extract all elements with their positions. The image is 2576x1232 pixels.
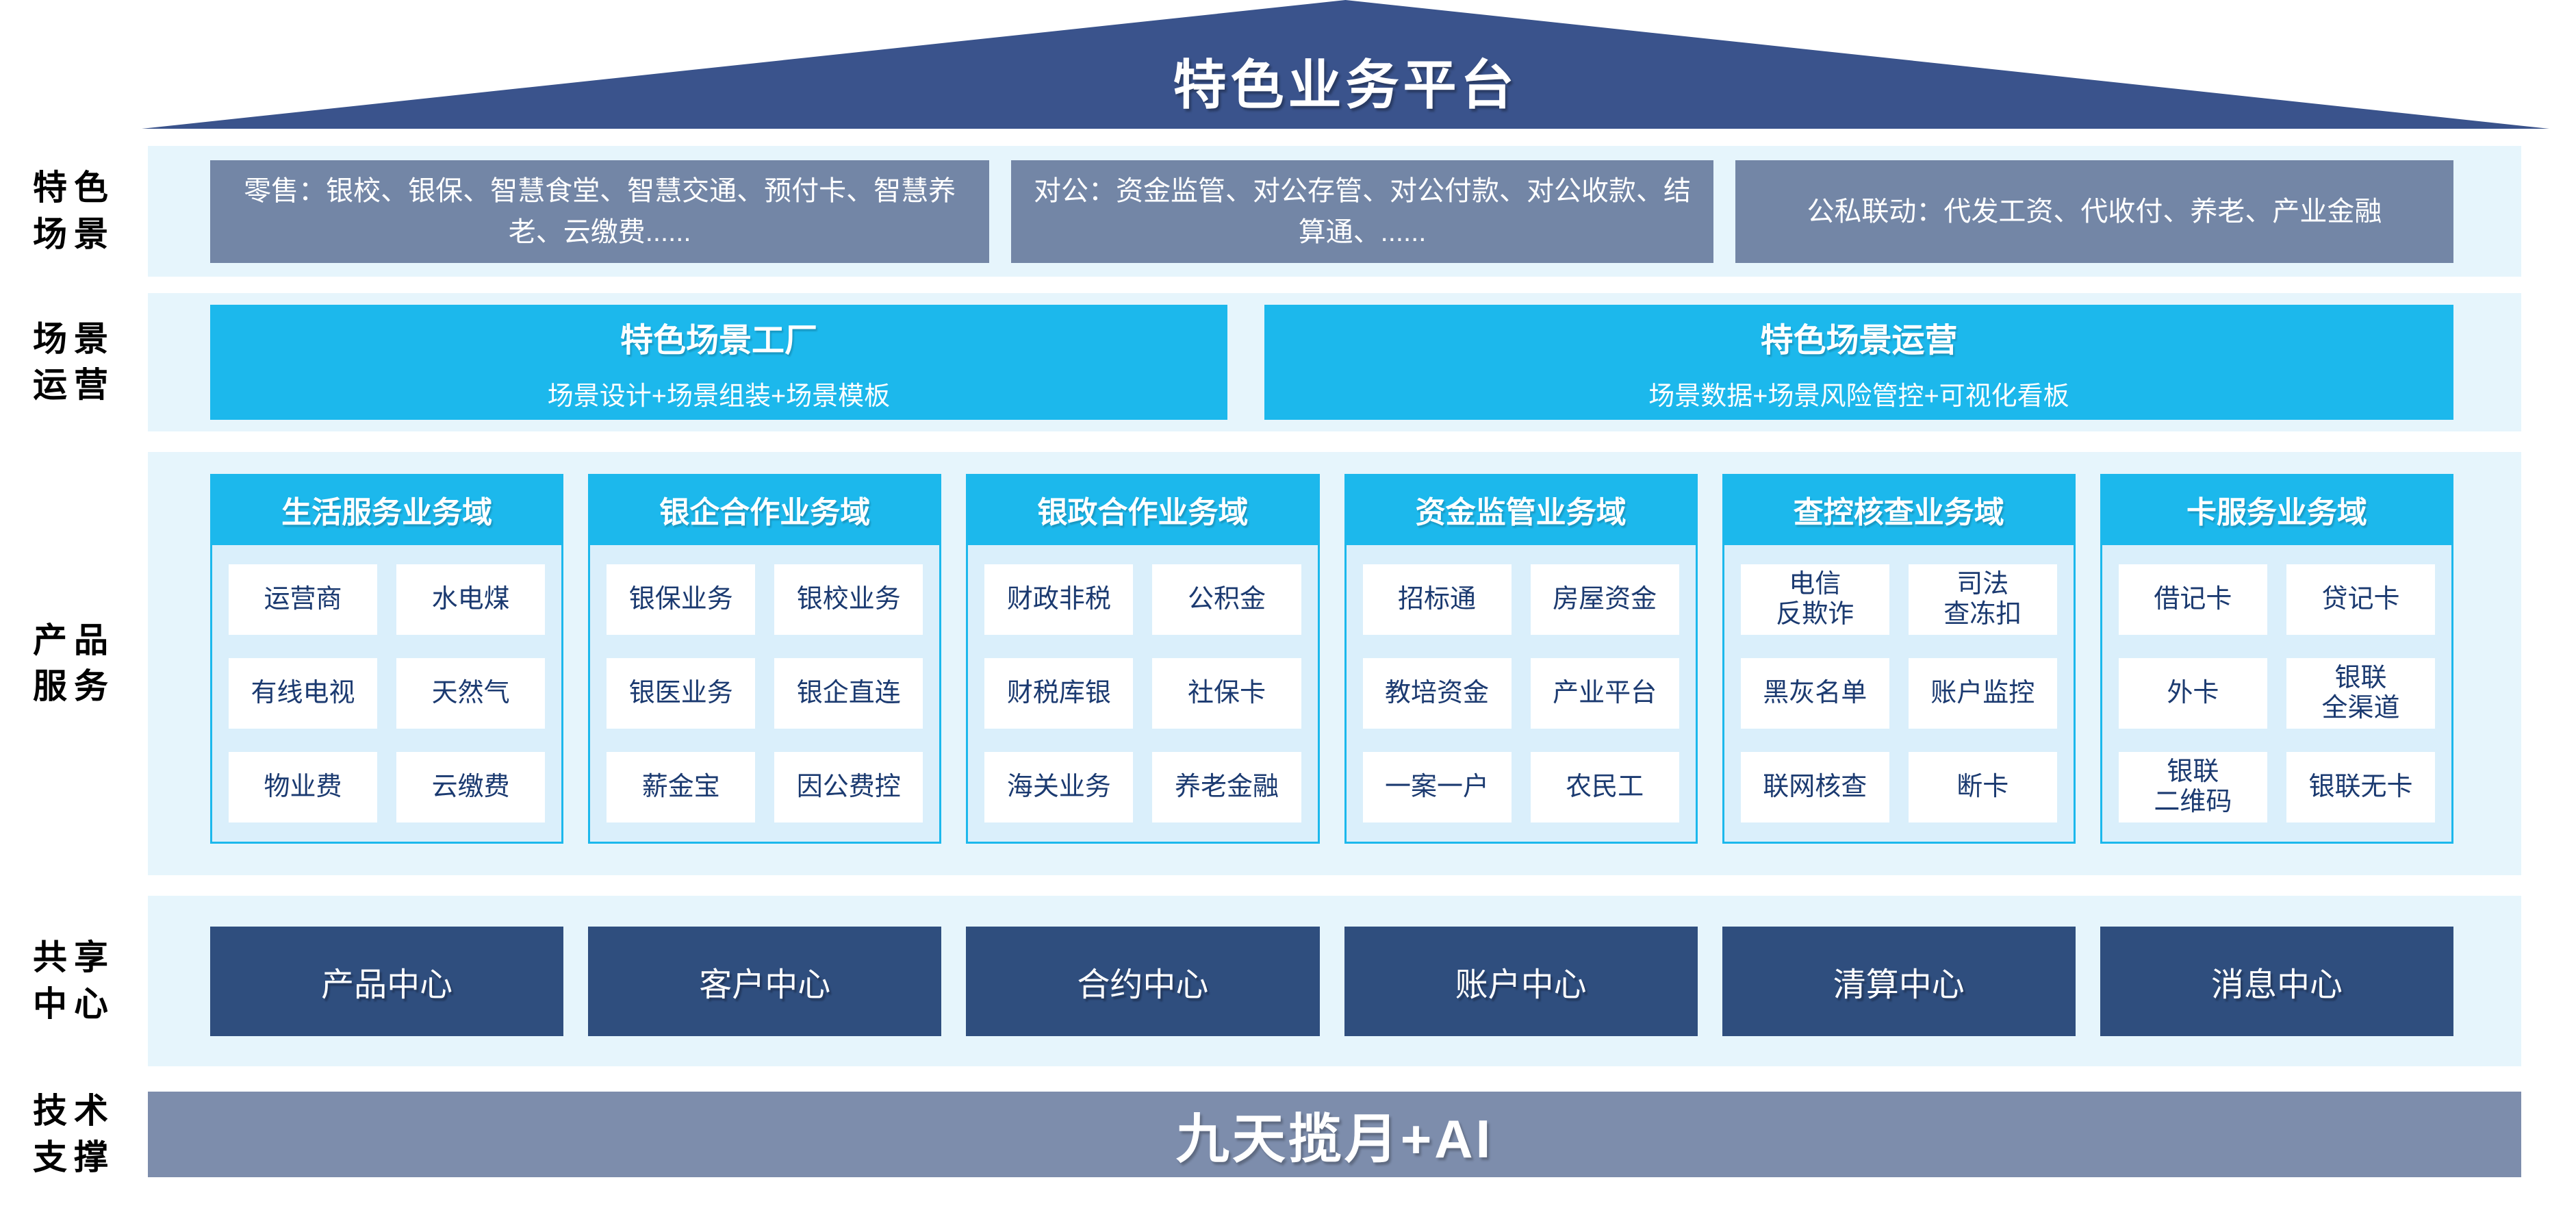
domain-header: 生活服务业务域 bbox=[210, 474, 564, 545]
scene-band: 零售：银校、银保、智慧食堂、智慧交通、预付卡、智慧养老、云缴费...... 对公… bbox=[148, 146, 2521, 277]
product-item: 外卡 bbox=[2118, 658, 2267, 729]
scene-box-corporate: 对公：资金监管、对公存管、对公付款、对公收款、结算通、...... bbox=[1011, 160, 1713, 263]
scene-factory-subtitle: 场景设计+场景组装+场景模板 bbox=[547, 381, 891, 411]
domain-column-bank-enterprise: 银企合作业务域 银保业务 银校业务 银医业务 银企直连 薪金宝 因公费控 bbox=[588, 474, 942, 844]
center-box-product: 产品中心 bbox=[210, 926, 564, 1036]
product-item: 银联 二维码 bbox=[2118, 752, 2267, 822]
product-item: 账户监控 bbox=[1908, 658, 2057, 729]
product-item: 借记卡 bbox=[2118, 564, 2267, 635]
row-label-products: 产品 服务 bbox=[33, 620, 115, 706]
product-item: 财政非税 bbox=[984, 564, 1134, 635]
products-band: 生活服务业务域 运营商 水电煤 有线电视 天然气 物业费 云缴费 银企合作业务域… bbox=[148, 452, 2521, 875]
scene-factory-title: 特色场景工厂 bbox=[620, 322, 817, 359]
product-item: 社保卡 bbox=[1152, 658, 1301, 729]
product-item: 银企直连 bbox=[774, 658, 923, 729]
center-box-message: 消息中心 bbox=[2100, 926, 2454, 1036]
scene-box-linkage: 公私联动：代发工资、代收付、养老、产业金融 bbox=[1735, 160, 2453, 263]
domain-body: 银保业务 银校业务 银医业务 银企直连 薪金宝 因公费控 bbox=[588, 545, 942, 844]
product-item: 房屋资金 bbox=[1530, 564, 1679, 635]
domain-column-inquiry-verification: 查控核查业务域 电信 反欺诈 司法 查冻扣 黑灰名单 账户监控 联网核查 断卡 bbox=[1722, 474, 2076, 844]
domain-header: 查控核查业务域 bbox=[1722, 474, 2076, 545]
domain-header: 卡服务业务域 bbox=[2100, 474, 2454, 545]
product-item: 司法 查冻扣 bbox=[1908, 564, 2057, 635]
product-item: 公积金 bbox=[1152, 564, 1301, 635]
product-item: 联网核查 bbox=[1740, 752, 1889, 822]
center-box-contract: 合约中心 bbox=[966, 926, 1320, 1036]
scene-operation-box: 特色场景运营 场景数据+场景风险管控+可视化看板 bbox=[1264, 305, 2453, 420]
operation-band: 特色场景工厂 场景设计+场景组装+场景模板 特色场景运营 场景数据+场景风险管控… bbox=[148, 293, 2521, 431]
product-item: 财税库银 bbox=[984, 658, 1134, 729]
domain-body: 电信 反欺诈 司法 查冻扣 黑灰名单 账户监控 联网核查 断卡 bbox=[1722, 545, 2076, 844]
row-label-tech: 技术 支撑 bbox=[33, 1092, 115, 1177]
product-item: 天然气 bbox=[396, 658, 546, 729]
scene-operation-title: 特色场景运营 bbox=[1760, 322, 1958, 359]
product-item: 物业费 bbox=[229, 752, 378, 822]
center-box-account: 账户中心 bbox=[1344, 926, 1698, 1036]
product-item: 教培资金 bbox=[1362, 658, 1512, 729]
domain-header: 银政合作业务域 bbox=[966, 474, 1320, 545]
product-item: 银联无卡 bbox=[2286, 752, 2436, 822]
domain-header: 资金监管业务域 bbox=[1344, 474, 1698, 545]
product-item: 招标通 bbox=[1362, 564, 1512, 635]
domain-column-life-services: 生活服务业务域 运营商 水电煤 有线电视 天然气 物业费 云缴费 bbox=[210, 474, 564, 844]
product-item: 有线电视 bbox=[229, 658, 378, 729]
domain-header: 银企合作业务域 bbox=[588, 474, 942, 545]
domain-column-card-services: 卡服务业务域 借记卡 贷记卡 外卡 银联 全渠道 银联 二维码 银联无卡 bbox=[2100, 474, 2454, 844]
product-item: 因公费控 bbox=[774, 752, 923, 822]
product-item: 银校业务 bbox=[774, 564, 923, 635]
product-item: 农民工 bbox=[1530, 752, 1679, 822]
product-item: 贷记卡 bbox=[2286, 564, 2436, 635]
scene-operation-subtitle: 场景数据+场景风险管控+可视化看板 bbox=[1648, 381, 2069, 411]
product-item: 海关业务 bbox=[984, 752, 1134, 822]
product-item: 电信 反欺诈 bbox=[1740, 564, 1889, 635]
product-item: 薪金宝 bbox=[607, 752, 756, 822]
row-label-scene: 特色 场景 bbox=[33, 168, 115, 253]
roof-banner: 特色业务平台 bbox=[142, 0, 2549, 129]
tech-support-bar: 九天揽月+AI bbox=[148, 1092, 2521, 1177]
product-item: 养老金融 bbox=[1152, 752, 1301, 822]
scene-factory-box: 特色场景工厂 场景设计+场景组装+场景模板 bbox=[210, 305, 1227, 420]
product-item: 一案一户 bbox=[1362, 752, 1512, 822]
product-item: 银医业务 bbox=[607, 658, 756, 729]
domain-column-bank-government: 银政合作业务域 财政非税 公积金 财税库银 社保卡 海关业务 养老金融 bbox=[966, 474, 1320, 844]
domain-body: 招标通 房屋资金 教培资金 产业平台 一案一户 农民工 bbox=[1344, 545, 1698, 844]
shared-centers-band: 产品中心 客户中心 合约中心 账户中心 清算中心 消息中心 bbox=[148, 896, 2521, 1066]
product-item: 黑灰名单 bbox=[1740, 658, 1889, 729]
product-item: 运营商 bbox=[229, 564, 378, 635]
product-item: 水电煤 bbox=[396, 564, 546, 635]
scene-box-retail: 零售：银校、银保、智慧食堂、智慧交通、预付卡、智慧养老、云缴费...... bbox=[210, 160, 990, 263]
domain-column-fund-supervision: 资金监管业务域 招标通 房屋资金 教培资金 产业平台 一案一户 农民工 bbox=[1344, 474, 1698, 844]
product-item: 银联 全渠道 bbox=[2286, 658, 2436, 729]
domain-body: 运营商 水电煤 有线电视 天然气 物业费 云缴费 bbox=[210, 545, 564, 844]
center-box-clearing: 清算中心 bbox=[1722, 926, 2076, 1036]
row-label-shared: 共享 中心 bbox=[33, 938, 115, 1023]
product-item: 银保业务 bbox=[607, 564, 756, 635]
row-label-operation: 场景 运营 bbox=[33, 319, 115, 405]
platform-title: 特色业务平台 bbox=[1173, 55, 1518, 115]
domain-body: 财政非税 公积金 财税库银 社保卡 海关业务 养老金融 bbox=[966, 545, 1320, 844]
product-item: 产业平台 bbox=[1530, 658, 1679, 729]
center-box-customer: 客户中心 bbox=[588, 926, 942, 1036]
product-item: 断卡 bbox=[1908, 752, 2057, 822]
domain-body: 借记卡 贷记卡 外卡 银联 全渠道 银联 二维码 银联无卡 bbox=[2100, 545, 2454, 844]
product-item: 云缴费 bbox=[396, 752, 546, 822]
